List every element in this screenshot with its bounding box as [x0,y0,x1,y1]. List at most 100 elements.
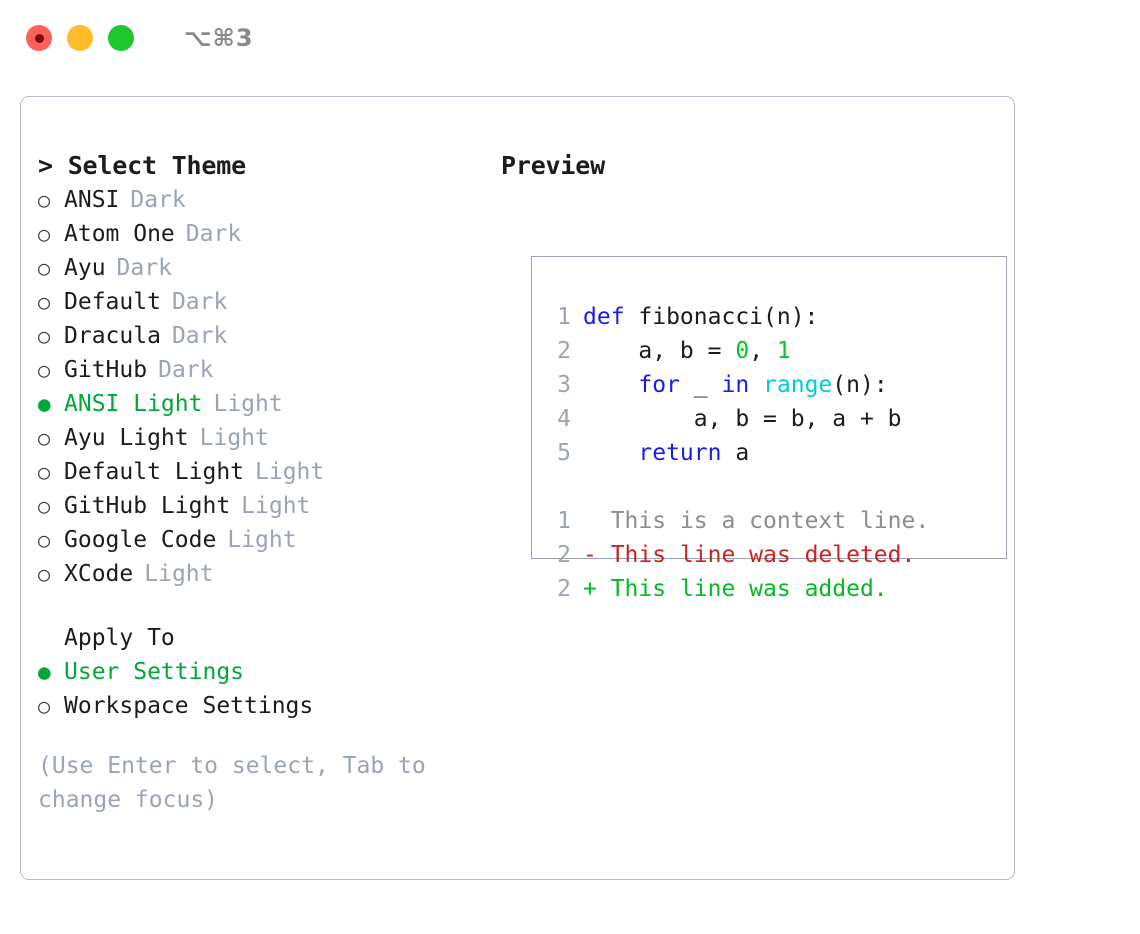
theme-name: Default [64,289,161,315]
code-line: 5 return a [545,436,929,470]
theme-option-github-light[interactable]: ○ GitHub Light Light [38,489,478,523]
code-blank-line [545,470,929,504]
radio-unselected-icon: ○ [38,290,51,314]
code-token-kw: return [638,440,722,466]
radio-unselected-icon: ○ [38,562,51,586]
theme-name: Default Light [64,459,245,485]
theme-option-github[interactable]: ○ GitHub Dark [38,353,478,387]
code-token-txt [749,372,763,398]
theme-name: GitHub Light [64,493,231,519]
minimize-button[interactable] [67,25,93,51]
keyboard-shortcut-label: ⌥⌘3 [184,24,254,52]
theme-variant-badge: Light [213,391,283,417]
radio-selected-icon: ● [38,660,51,684]
code-source: for _ in range(n): [583,368,887,402]
line-number: 2 [557,542,571,568]
keyboard-hint: (Use Enter to select, Tab to change focu… [38,753,440,813]
theme-variant-badge: Light [241,493,311,519]
theme-variant-badge: Dark [158,357,214,383]
code-token-txt: a, b = [583,338,736,364]
title-bar: ⌥⌘3 [0,0,1140,76]
radio-selected-icon: ● [38,392,51,416]
preview-heading: Preview [501,151,605,180]
apply-to-option-user-settings[interactable]: ● User Settings [38,655,478,689]
theme-name: ANSI [64,187,120,213]
radio-unselected-icon: ○ [38,528,51,552]
code-source: def fibonacci(n): [583,300,818,334]
theme-option-ayu[interactable]: ○ Ayu Dark [38,251,478,285]
line-number: 4 [557,406,571,432]
line-number: 2 [557,576,571,602]
radio-unselected-icon: ○ [38,324,51,348]
code-token-txt: _ [679,372,722,398]
line-number: 3 [557,372,571,398]
apply-to-label: User Settings [64,659,245,685]
code-line: 1 def fibonacci(n): [545,300,929,334]
apply-to-label: Workspace Settings [64,693,314,719]
zoom-button[interactable] [108,25,134,51]
apply-to-heading: Apply To [64,625,175,651]
diff-line: 1 This is a context line. [545,504,929,538]
diff-line: 2+ This line was added. [545,572,929,606]
line-number: 1 [557,304,571,330]
apply-to-list[interactable]: ● User Settings ○ Workspace Settings [38,655,478,723]
theme-name: Dracula [64,323,161,349]
theme-name: GitHub [64,357,148,383]
close-button[interactable] [26,25,52,51]
theme-name: XCode [64,561,134,587]
radio-unselected-icon: ○ [38,494,51,518]
code-token-txt: a, b = b, a + b [583,406,902,432]
theme-variant-badge: Light [255,459,325,485]
code-token-txt: fibonacci(n): [638,304,819,330]
theme-option-default-light[interactable]: ○ Default Light Light [38,455,478,489]
code-source: return a [583,436,749,470]
theme-name: Ayu [64,255,106,281]
theme-variant-badge: Dark [171,323,228,349]
theme-variant-badge: Light [144,561,214,587]
diff-text: This line was deleted. [596,542,916,568]
radio-unselected-icon: ○ [38,460,51,484]
theme-name: Atom One [64,221,175,247]
code-token-txt [583,440,638,466]
line-number: 2 [557,338,571,364]
code-token-num: 0 [735,338,750,364]
theme-variant-badge: Light [199,425,269,451]
apply-to-option-workspace-settings[interactable]: ○ Workspace Settings [38,689,478,723]
apply-to-heading-row: Apply To [38,621,478,655]
theme-variant-badge: Dark [185,221,242,247]
radio-unselected-icon: ○ [38,358,51,382]
radio-unselected-icon: ○ [38,694,51,718]
radio-unselected-icon: ○ [38,426,51,450]
theme-variant-badge: Dark [130,187,186,213]
radio-unselected-icon: ○ [38,256,51,280]
theme-option-ayu-light[interactable]: ○ Ayu Light Light [38,421,478,455]
code-token-txt: a [721,440,750,466]
theme-option-dracula[interactable]: ○ Dracula Dark [38,319,478,353]
theme-variant-badge: Dark [116,255,172,281]
theme-name: Ayu Light [64,425,189,451]
section-gap [38,591,478,621]
code-token-fn: range [763,372,833,398]
code-line: 2 a, b = 0, 1 [545,334,929,368]
window-controls [26,25,134,51]
diff-text: This line was added. [596,576,888,602]
diff-line: 2- This line was deleted. [545,538,929,572]
theme-option-xcode[interactable]: ○ XCode Light [38,557,478,591]
code-line: 3 for _ in range(n): [545,368,929,402]
code-token-kw: for [638,372,680,398]
code-token-kw: def [583,304,639,330]
code-token-txt: , [749,338,777,364]
